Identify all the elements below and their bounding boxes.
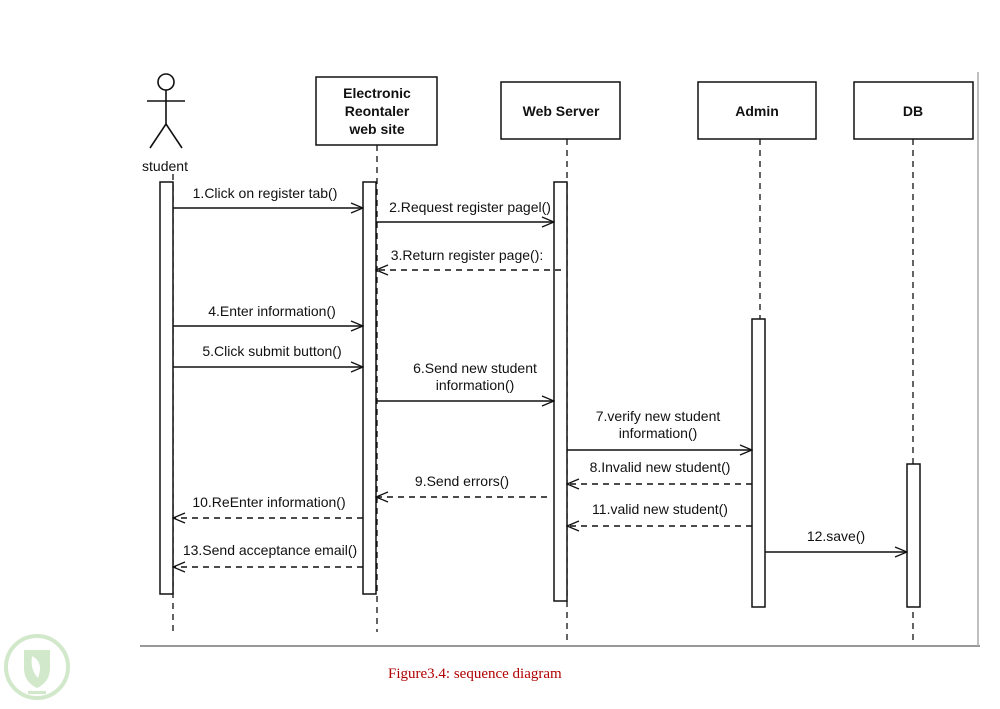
message-label: 1.Click on register tab() (193, 185, 338, 201)
message-label: 8.Invalid new student() (590, 459, 731, 475)
activation-bar-admin (751, 318, 766, 608)
message-label: 6.Send new student (413, 360, 537, 376)
participant-label: student (142, 158, 188, 174)
activation-bar-student (159, 181, 174, 595)
message-label: 12.save() (807, 528, 865, 544)
message-12: 12.save() (765, 528, 907, 552)
leaf-shield-logo-icon (2, 632, 72, 702)
figure-caption: Figure3.4: sequence diagram (388, 666, 562, 682)
message-label: 7.verify new student (596, 408, 721, 424)
message-11: 11.valid new student() (567, 501, 752, 526)
activation-bar-db (906, 463, 921, 608)
message-13: 13.Send acceptance email() (173, 542, 363, 567)
message-8: 8.Invalid new student() (567, 459, 752, 484)
message-10: 10.ReEnter information() (173, 494, 363, 518)
participant-student: student (142, 73, 188, 174)
activation-bar-site (362, 181, 377, 595)
message-label: 10.ReEnter information() (192, 494, 345, 510)
message-label: 4.Enter information() (208, 303, 336, 319)
activation-bar-server (553, 181, 568, 602)
participant-label: Admin (735, 103, 779, 119)
message-1: 1.Click on register tab() (173, 185, 363, 208)
actor-icon (147, 73, 185, 149)
message-label: information() (436, 377, 515, 393)
participant-server: Web Server (500, 81, 621, 140)
participant-admin: Admin (697, 81, 817, 140)
message-5: 5.Click submit button() (173, 343, 363, 367)
message-3: 3.Return register page(): (376, 247, 561, 270)
message-4: 4.Enter information() (173, 303, 363, 326)
participant-db: DB (853, 81, 974, 140)
message-label: 2.Request register pagel() (389, 199, 551, 215)
participant-site: Electronic Reontaler web site (315, 76, 438, 146)
message-label: 5.Click submit button() (202, 343, 341, 359)
participant-label: Reontaler (345, 103, 410, 119)
message-label: 3.Return register page(): (391, 247, 544, 263)
participant-label: web site (348, 121, 404, 137)
message-2: 2.Request register pagel() (376, 199, 554, 222)
messages-layer: 1.Click on register tab() 2.Request regis… (173, 185, 907, 567)
message-9: 9.Send errors() (376, 473, 547, 497)
participant-label: Electronic (343, 85, 411, 101)
message-label: 11.valid new student() (592, 501, 728, 517)
participant-label: DB (903, 103, 923, 119)
message-label: information() (619, 425, 698, 441)
message-label: 13.Send acceptance email() (183, 542, 357, 558)
message-label: 9.Send errors() (415, 473, 509, 489)
participant-label: Web Server (523, 103, 600, 119)
